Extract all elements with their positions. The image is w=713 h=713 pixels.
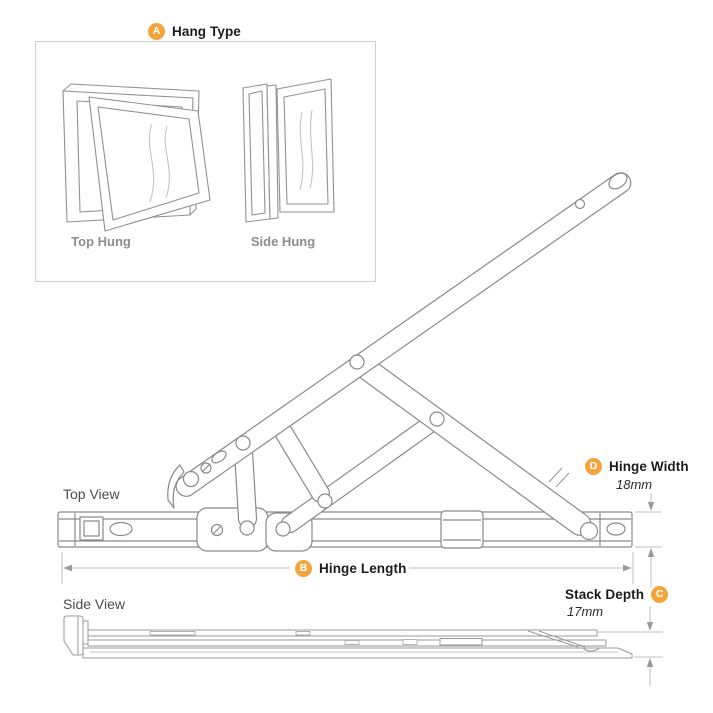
- slider-shoe: [196, 507, 269, 552]
- friction-hinge-drawing: [57, 172, 633, 552]
- stack-depth-badge: C: [651, 586, 669, 603]
- hinge-width-value: 18mm: [616, 477, 653, 492]
- hang-type-label-text: Hang Type: [172, 24, 241, 39]
- side-view-label: Side View: [63, 596, 126, 612]
- hinge-width-label: D Hinge Width: [585, 458, 689, 475]
- hinge-length-label-text: Hinge Length: [319, 561, 407, 576]
- hang-type-badge: A: [148, 23, 165, 40]
- side-hung-label: Side Hung: [250, 234, 316, 249]
- hang-type-label: A Hang Type: [139, 23, 250, 40]
- top-view-label: Top View: [63, 486, 120, 502]
- top-hung-window-drawing: [62, 83, 211, 232]
- stack-depth-dimension: [597, 606, 663, 686]
- hinge-length-badge: B: [295, 560, 312, 577]
- hinge-side-view-drawing: [63, 615, 633, 659]
- side-hung-window-drawing: [242, 78, 335, 223]
- stack-depth-label: Stack Depth C: [565, 586, 669, 603]
- arm-end-flare: [167, 464, 185, 509]
- hinge-main-arm: [167, 172, 632, 509]
- track-cleat: [440, 510, 484, 549]
- hinge-width-label-text: Hinge Width: [609, 459, 689, 474]
- stack-depth-value: 17mm: [567, 604, 604, 619]
- hinge-width-dimension: [635, 493, 662, 588]
- hinge-length-dimension: [61, 552, 634, 584]
- hinge-length-label: B Hinge Length: [295, 560, 406, 577]
- hinge-width-badge: D: [585, 458, 602, 475]
- side-view-track: [82, 647, 633, 659]
- hinge-rivets: [210, 354, 599, 541]
- hinge-track: [57, 510, 633, 549]
- top-hung-label: Top Hung: [71, 234, 131, 249]
- stack-depth-label-text: Stack Depth: [565, 587, 645, 602]
- side-view-end-cap: [63, 615, 84, 656]
